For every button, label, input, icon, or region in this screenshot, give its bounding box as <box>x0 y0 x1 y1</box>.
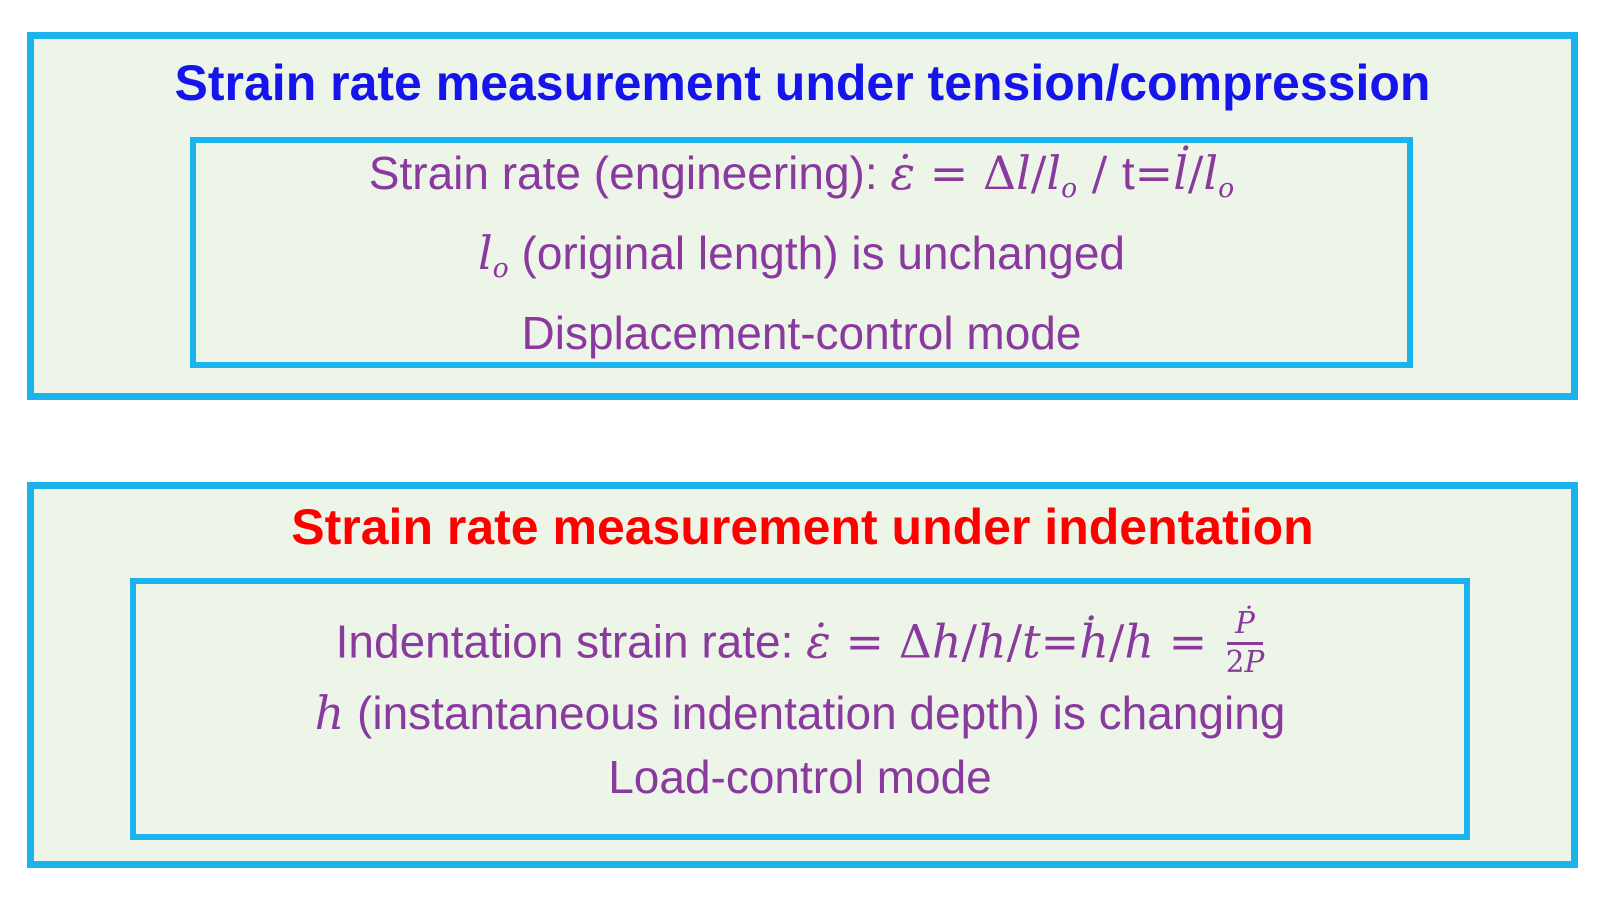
text-segment: h <box>314 686 345 741</box>
tension-panel: Strain rate measurement under tension/co… <box>27 32 1578 400</box>
fraction-denominator: 2P <box>1226 645 1265 680</box>
text-segment: / <box>1187 145 1204 200</box>
indentation-panel: Strain rate measurement under indentatio… <box>27 482 1578 868</box>
text-segment: t <box>1121 146 1135 199</box>
indentation-mode-line: Load-control mode <box>136 745 1464 809</box>
text-segment: Load-control mode <box>608 751 992 804</box>
text-segment: o <box>1218 172 1235 204</box>
text-segment: h <box>1124 614 1154 669</box>
text-segment: (original length) is unchanged <box>508 226 1126 279</box>
text-segment: l <box>477 225 493 280</box>
text-segment: l <box>1046 145 1062 200</box>
indentation-note-line: h (instantaneous indentation depth) is c… <box>136 681 1464 745</box>
text-segment: / <box>1077 145 1122 200</box>
text-segment: = Δ <box>915 145 1017 200</box>
fraction-numerator: Ṗ <box>1227 605 1263 645</box>
text-segment: ε̇ <box>806 614 831 669</box>
tension-formula-box: Strain rate (engineering): ε̇ = Δl/lo / … <box>190 137 1413 368</box>
text-segment: ḣ <box>1079 614 1109 669</box>
text-segment: l <box>1016 145 1031 200</box>
tension-mode-line: Displacement-control mode <box>196 301 1407 365</box>
text-segment: / <box>1108 614 1125 669</box>
text-segment: Strain rate (engineering): <box>368 146 891 199</box>
text-segment: P <box>1244 644 1265 679</box>
text-segment: Displacement-control mode <box>521 306 1082 359</box>
tension-title: Strain rate measurement under tension/co… <box>174 55 1431 111</box>
text-segment: = Δ <box>830 614 932 669</box>
text-segment: l̇ <box>1173 145 1188 200</box>
text-segment: Ṗ <box>1235 605 1255 640</box>
text-segment: / <box>961 614 978 669</box>
text-segment: (instantaneous indentation depth) is cha… <box>344 687 1286 740</box>
text-segment: ε̇ <box>890 145 916 200</box>
tension-note-line: lo (original length) is unchanged <box>196 221 1407 301</box>
text-segment: Indentation strain rate: <box>335 615 807 668</box>
text-segment: = <box>1040 614 1080 669</box>
text-segment: 2 <box>1225 644 1245 679</box>
text-segment: = <box>1134 145 1174 200</box>
text-segment: / <box>1030 145 1047 200</box>
tension-equation-line: Strain rate (engineering): ε̇ = Δl/lo / … <box>196 141 1407 221</box>
text-segment: l <box>1203 145 1219 200</box>
text-segment: o <box>1061 172 1078 204</box>
text-segment: t <box>1022 614 1041 669</box>
indentation-equation-line: Indentation strain rate: ε̇ = Δh/h/t=ḣ/h… <box>136 605 1464 682</box>
indentation-title: Strain rate measurement under indentatio… <box>291 499 1314 555</box>
text-segment: / <box>1006 614 1023 669</box>
text-segment: o <box>492 252 509 284</box>
indentation-formula-box: Indentation strain rate: ε̇ = Δh/h/t=ḣ/h… <box>130 578 1470 840</box>
fraction: Ṗ 2P <box>1226 605 1265 680</box>
text-segment: h <box>931 614 962 669</box>
text-segment: h <box>977 614 1007 669</box>
text-segment: = <box>1153 614 1222 669</box>
